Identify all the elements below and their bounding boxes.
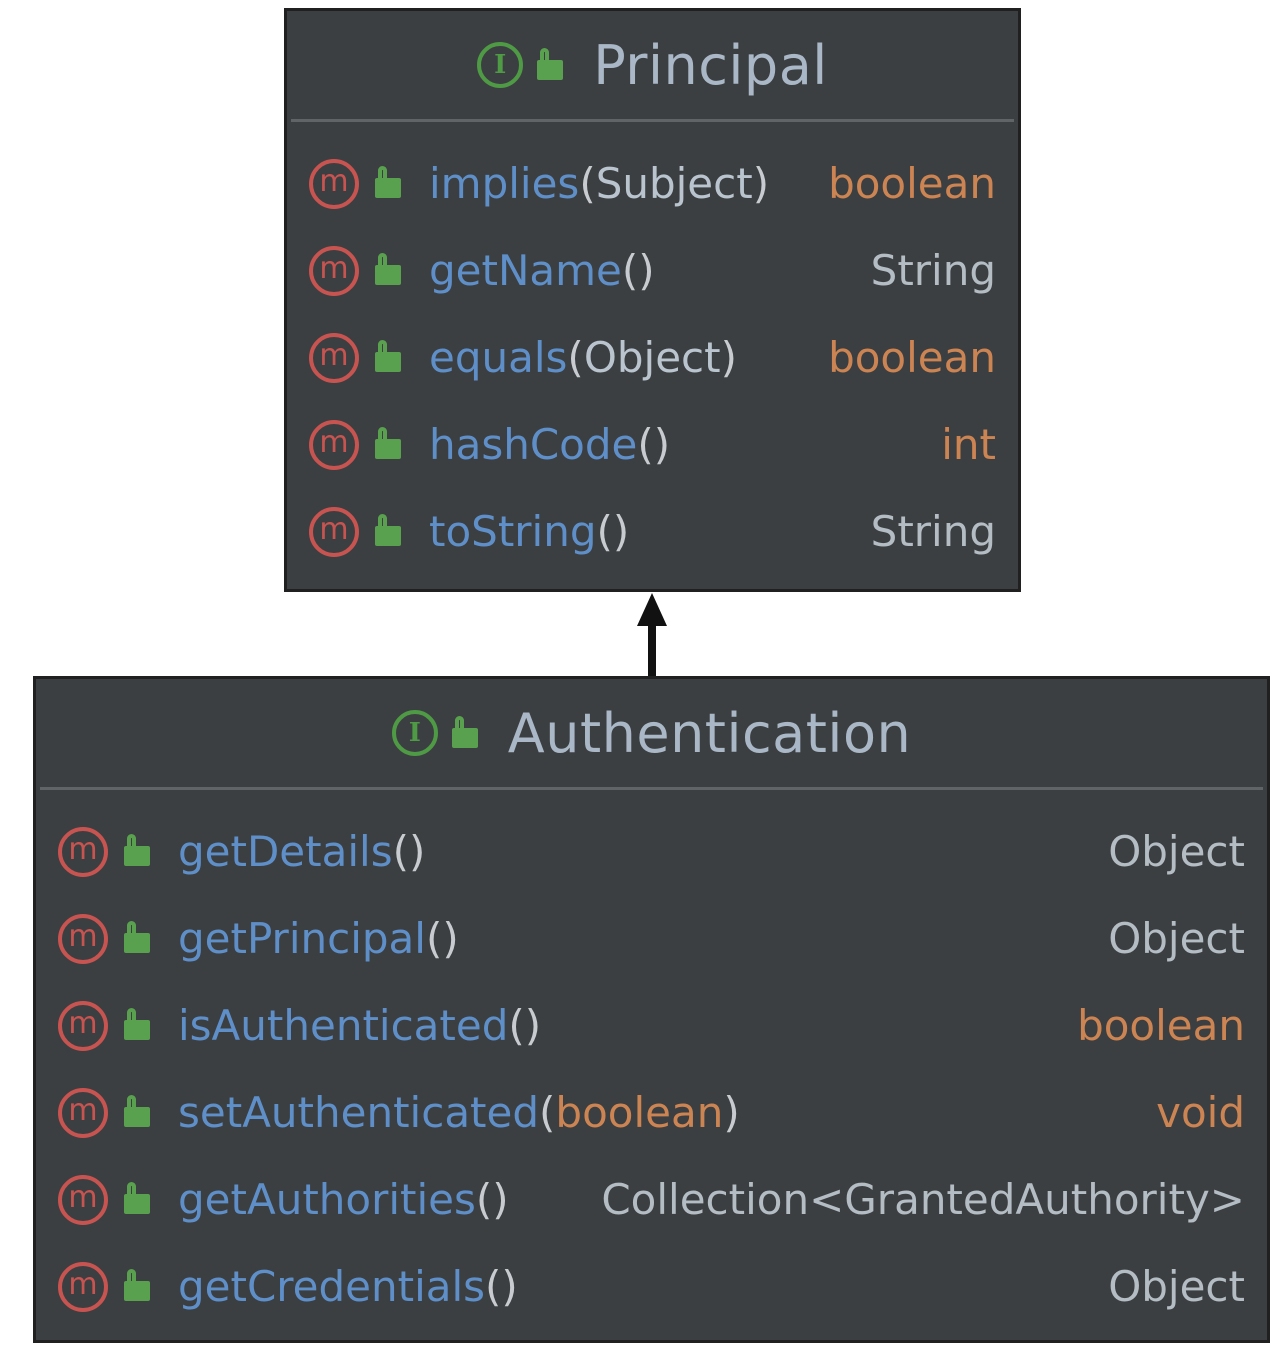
return-type: Object	[1108, 1262, 1245, 1311]
method-name: implies	[429, 159, 580, 208]
interface-icon: I	[477, 42, 524, 88]
method-name: equals	[429, 333, 568, 382]
close-paren: )	[752, 159, 770, 208]
return-type: boolean	[828, 333, 996, 382]
public-lock-icon	[375, 426, 401, 459]
public-lock-icon	[375, 339, 401, 372]
open-paren: (	[508, 1001, 525, 1050]
return-type: String	[870, 507, 996, 556]
open-paren: (	[539, 1088, 556, 1137]
method-name: toString	[429, 507, 597, 556]
method-icon: m	[309, 506, 359, 557]
method-icon: m	[309, 332, 359, 383]
close-paren: )	[501, 1262, 518, 1311]
public-lock-icon	[124, 833, 150, 866]
class-title: Principal	[593, 33, 828, 97]
close-paren: )	[723, 1088, 740, 1137]
close-paren: )	[638, 246, 655, 295]
return-type: boolean	[828, 159, 996, 208]
public-lock-icon	[124, 1181, 150, 1214]
public-lock-icon	[124, 920, 150, 953]
method-name: isAuthenticated	[178, 1001, 509, 1050]
method-row[interactable]: m getDetails() Object	[36, 808, 1267, 895]
method-icon: m	[309, 245, 359, 296]
method-name: setAuthenticated	[178, 1088, 540, 1137]
close-paren: )	[492, 1175, 509, 1224]
close-paren: )	[653, 420, 671, 469]
method-name: getName	[429, 246, 622, 295]
return-type: Object	[1108, 827, 1245, 876]
method-icon: m	[58, 1087, 108, 1138]
method-icon: m	[58, 1000, 108, 1051]
method-icon: m	[58, 1261, 108, 1312]
method-params: Subject	[595, 159, 753, 208]
public-lock-icon	[124, 1268, 150, 1301]
method-name: hashCode	[429, 420, 638, 469]
public-lock-icon	[537, 48, 564, 80]
open-paren: (	[621, 246, 639, 295]
close-paren: )	[442, 914, 459, 963]
open-paren: (	[579, 159, 596, 208]
open-paren: (	[475, 1175, 493, 1224]
method-icon: m	[58, 913, 108, 964]
method-params: boolean	[555, 1088, 724, 1137]
method-name: getPrincipal	[178, 914, 426, 963]
public-lock-icon	[124, 1007, 150, 1040]
public-lock-icon	[124, 1094, 150, 1127]
open-paren: (	[425, 914, 443, 963]
return-type: Collection<GrantedAuthority>	[601, 1175, 1245, 1224]
method-name: getAuthorities	[178, 1175, 476, 1224]
public-lock-icon	[375, 252, 401, 285]
arrow-head	[637, 593, 667, 626]
method-icon: m	[58, 1174, 108, 1225]
interface-icon: I	[391, 710, 438, 756]
method-params: Object	[583, 333, 721, 382]
public-lock-icon	[375, 165, 401, 198]
method-icon: m	[309, 158, 359, 209]
method-row[interactable]: m getName() String	[287, 227, 1018, 314]
principal-header: I Principal	[291, 11, 1014, 122]
public-lock-icon	[375, 513, 401, 546]
authentication-header: I Authentication	[40, 679, 1263, 790]
method-row[interactable]: m getPrincipal() Object	[36, 895, 1267, 982]
method-row[interactable]: m getCredentials() Object	[36, 1243, 1267, 1330]
method-icon: m	[309, 419, 359, 470]
method-row[interactable]: m toString() String	[287, 488, 1018, 575]
close-paren: )	[720, 333, 737, 382]
open-paren: (	[596, 507, 613, 556]
close-paren: )	[612, 507, 630, 556]
method-row[interactable]: m hashCode() int	[287, 401, 1018, 488]
close-paren: )	[524, 1001, 542, 1050]
method-icon: m	[58, 826, 108, 877]
method-name: getCredentials	[178, 1262, 486, 1311]
return-type: Object	[1108, 914, 1245, 963]
return-type: void	[1156, 1088, 1245, 1137]
open-paren: (	[637, 420, 654, 469]
method-row[interactable]: m equals(Object) boolean	[287, 314, 1018, 401]
return-type: String	[870, 246, 996, 295]
open-paren: (	[567, 333, 584, 382]
close-paren: )	[408, 827, 426, 876]
class-title: Authentication	[507, 701, 912, 765]
open-paren: (	[392, 827, 409, 876]
return-type: int	[941, 420, 996, 469]
public-lock-icon	[451, 716, 478, 748]
return-type: boolean	[1077, 1001, 1245, 1050]
open-paren: (	[485, 1262, 502, 1311]
method-row[interactable]: m implies(Subject) boolean	[287, 140, 1018, 227]
method-row[interactable]: m getAuthorities() Collection<GrantedAutho…	[36, 1156, 1267, 1243]
method-name: getDetails	[178, 827, 393, 876]
method-row[interactable]: m isAuthenticated() boolean	[36, 982, 1267, 1069]
method-row[interactable]: m setAuthenticated(boolean) void	[36, 1069, 1267, 1156]
